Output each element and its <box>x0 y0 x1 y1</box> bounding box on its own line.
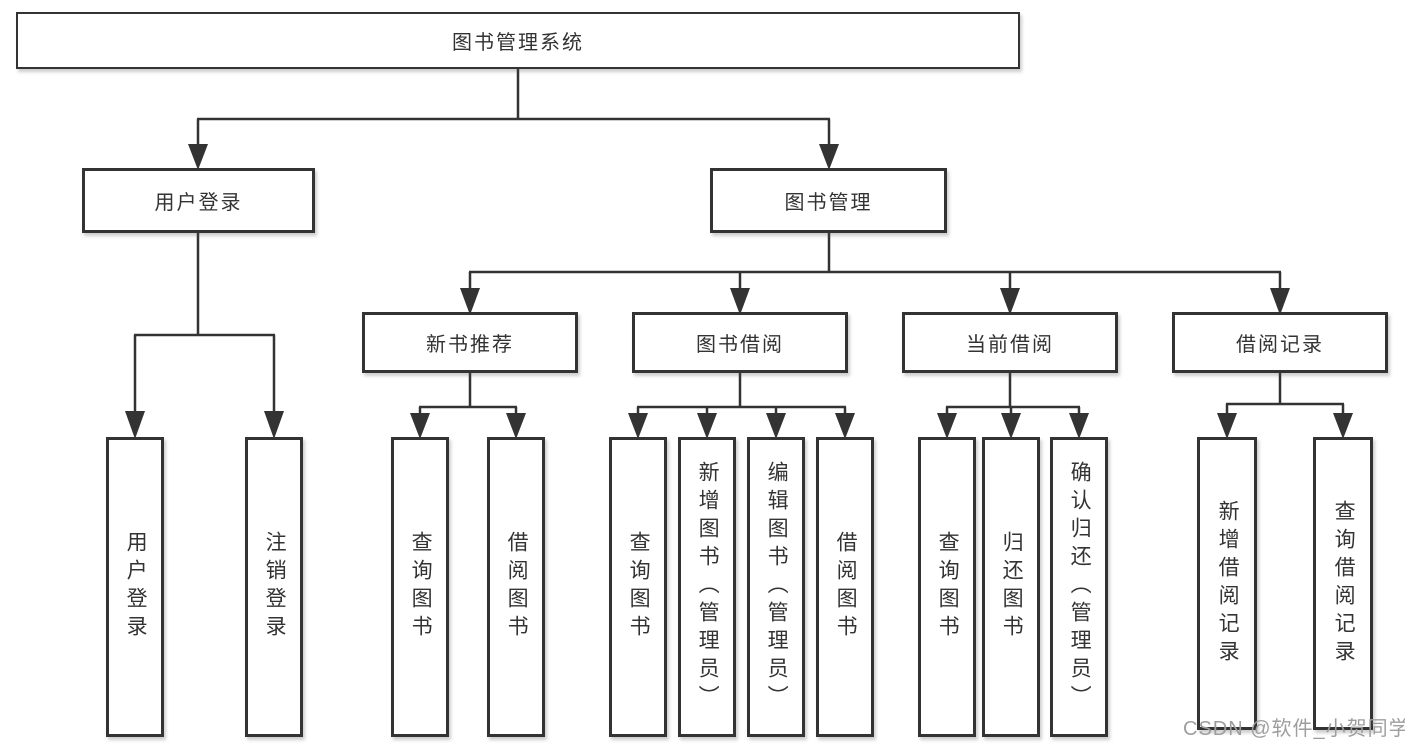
leaf-query-borrow-record-label: 查询借阅记录 <box>1332 499 1356 668</box>
root-node-label: 图书管理系统 <box>452 32 584 54</box>
arrow-down-icon <box>1270 288 1290 315</box>
leaf-borrow-books-recommend: 借阅图书 <box>487 437 545 737</box>
node-current-borrow: 当前借阅 <box>902 312 1118 373</box>
node-borrow-records-label: 借阅记录 <box>1236 334 1324 356</box>
node-borrow-records: 借阅记录 <box>1172 312 1388 373</box>
connector-login-to-leaves <box>133 232 276 418</box>
leaf-user-login-label: 用户登录 <box>124 531 148 643</box>
connector-group4-to-leaves <box>1225 373 1345 418</box>
arrow-down-icon <box>628 413 648 439</box>
arrow-down-icon <box>1000 288 1020 315</box>
leaf-confirm-return-admin-label: 确认归还（管理员） <box>1068 461 1092 713</box>
node-book-borrow: 图书借阅 <box>632 312 848 373</box>
connector-root-to-level2 <box>196 69 831 150</box>
arrow-down-icon <box>264 411 284 439</box>
leaf-query-books-current: 查询图书 <box>918 437 976 737</box>
leaf-logout-label: 注销登录 <box>263 531 287 643</box>
arrow-down-icon <box>460 288 480 315</box>
arrow-down-icon <box>697 413 717 439</box>
arrow-down-icon <box>410 413 430 439</box>
leaf-query-books-borrow-label: 查询图书 <box>627 531 651 643</box>
node-current-borrow-label: 当前借阅 <box>966 334 1054 356</box>
leaf-edit-books-admin-label: 编辑图书（管理员） <box>765 461 789 713</box>
node-user-login-label: 用户登录 <box>154 192 243 214</box>
leaf-query-borrow-record: 查询借阅记录 <box>1313 437 1373 730</box>
leaf-query-books-recommend-label: 查询图书 <box>409 531 433 643</box>
node-new-book-recommend-label: 新书推荐 <box>426 334 514 356</box>
watermark: CSDN @软件_小贺同学 <box>1183 718 1405 740</box>
arrow-down-icon <box>937 413 957 439</box>
leaf-add-borrow-record-label: 新增借阅记录 <box>1216 499 1240 668</box>
leaf-confirm-return-admin: 确认归还（管理员） <box>1050 437 1108 737</box>
node-book-management: 图书管理 <box>710 168 947 233</box>
leaf-borrow-books-recommend-label: 借阅图书 <box>505 531 529 643</box>
leaf-borrow-books-label: 借阅图书 <box>834 531 858 643</box>
arrow-down-icon <box>1333 413 1353 439</box>
node-book-borrow-label: 图书借阅 <box>696 334 784 356</box>
arrow-down-icon <box>1217 413 1237 439</box>
leaf-borrow-books: 借阅图书 <box>816 437 874 737</box>
arrow-down-icon <box>1069 413 1089 439</box>
leaf-add-books-admin-label: 新增图书（管理员） <box>696 461 720 713</box>
node-book-management-label: 图书管理 <box>784 192 873 214</box>
leaf-add-books-admin: 新增图书（管理员） <box>678 437 736 737</box>
arrow-down-icon <box>730 288 750 315</box>
node-new-book-recommend: 新书推荐 <box>362 312 578 373</box>
root-node: 图书管理系统 <box>16 12 1020 69</box>
arrow-down-icon <box>835 413 855 439</box>
connector-group2-to-leaves <box>636 373 847 418</box>
arrow-down-icon <box>506 413 526 439</box>
leaf-user-login: 用户登录 <box>106 437 164 737</box>
leaf-query-books-current-label: 查询图书 <box>936 531 960 643</box>
arrow-down-icon <box>819 144 839 170</box>
leaf-return-books: 归还图书 <box>982 437 1040 737</box>
node-user-login: 用户登录 <box>82 168 315 233</box>
connector-group3-to-leaves <box>945 373 1081 418</box>
leaf-edit-books-admin: 编辑图书（管理员） <box>747 437 805 737</box>
arrow-down-icon <box>766 413 786 439</box>
arrow-down-icon <box>188 144 208 170</box>
leaf-query-books-recommend: 查询图书 <box>391 437 449 737</box>
connector-mgmt-to-groups <box>468 233 1282 295</box>
leaf-add-borrow-record: 新增借阅记录 <box>1197 437 1257 730</box>
connector-group1-to-leaves <box>418 373 518 418</box>
arrow-down-icon <box>1001 413 1021 439</box>
leaf-query-books-borrow: 查询图书 <box>609 437 667 737</box>
leaf-logout: 注销登录 <box>245 437 303 737</box>
leaf-return-books-label: 归还图书 <box>1000 531 1024 643</box>
arrow-down-icon <box>125 411 145 439</box>
